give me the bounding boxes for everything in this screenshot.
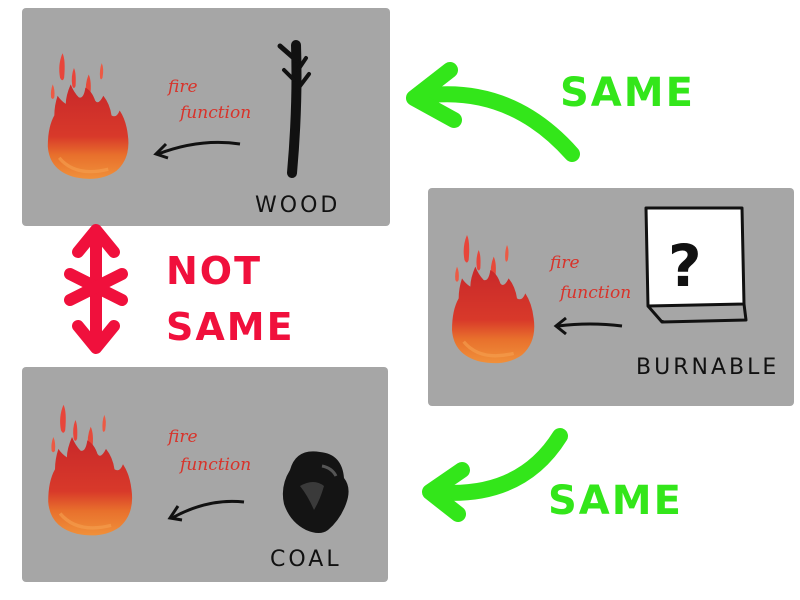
not-same-label-line2: SAME: [166, 305, 295, 349]
stick-icon: [277, 40, 311, 178]
mystery-box-icon: [644, 206, 748, 324]
same-arrow-bottom-icon: [426, 428, 568, 501]
not-same-label-line1: NOT: [166, 249, 262, 293]
wood-label: WOOD: [255, 193, 340, 218]
same-arrow-top-icon: [414, 86, 580, 162]
coal-arrow-icon: [171, 499, 245, 520]
mystery-box-symbol: ?: [668, 232, 702, 300]
burnable-label: BURNABLE: [636, 355, 779, 380]
same-label-bottom: SAME: [548, 478, 683, 524]
wood-arrow-icon: [157, 140, 241, 156]
wood-function-line2: function: [178, 103, 251, 123]
not-same-arrow-icon: [64, 224, 128, 354]
burnable-arrow-icon: [557, 322, 623, 328]
coal-label: COAL: [270, 547, 342, 572]
wood-function-line1: fire: [166, 77, 198, 97]
coal-icon: [282, 451, 349, 533]
coal-function-line1: fire: [166, 427, 198, 447]
same-label-top: SAME: [560, 70, 695, 116]
coal-function-line2: function: [178, 455, 251, 475]
burnable-function-line2: function: [558, 283, 631, 303]
burnable-function-line1: fire: [548, 253, 580, 273]
